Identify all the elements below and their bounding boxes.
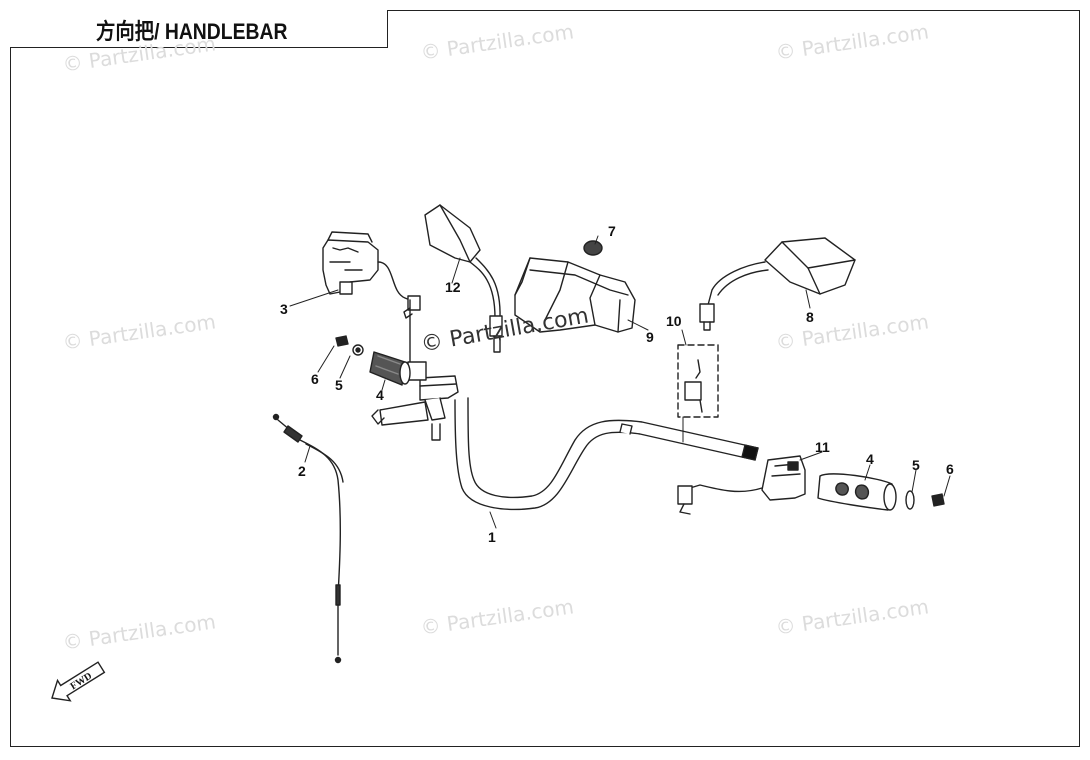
callout-9: 9 [646,329,654,345]
connector-detail-box [677,344,719,418]
callout-5-right: 5 [912,457,920,473]
fwd-arrow-icon: FWD [51,661,106,702]
callout-5-left: 5 [335,377,343,393]
callout-4-right: 4 [866,451,874,467]
right-washer [905,490,915,510]
callout-6-left: 6 [311,371,319,387]
left-washer [352,344,364,356]
drawing-frame [10,10,1080,747]
leader-lines [289,235,951,529]
right-end-bolt [931,493,945,507]
left-mirror [424,204,503,353]
left-switch-housing [322,231,421,319]
callout-7: 7 [608,223,616,239]
callout-10: 10 [666,313,682,329]
callout-3: 3 [280,301,288,317]
hand-guard [514,257,636,333]
handlebar-tube [454,397,759,511]
callout-12: 12 [445,279,461,295]
cap-plug [583,240,603,256]
title-block [10,10,388,48]
callout-4-left: 4 [376,387,384,403]
callout-2: 2 [298,463,306,479]
callout-labels: 1 2 3 4 5 6 7 8 9 10 11 12 4 5 6 [280,223,954,545]
right-grip [817,473,897,511]
callout-6-right: 6 [946,461,954,477]
callout-1: 1 [488,529,496,545]
callout-8: 8 [806,309,814,325]
right-mirror [699,237,856,331]
left-grip [369,351,411,386]
fwd-label: FWD [69,671,95,693]
right-switch-housing [677,455,806,515]
diagram-title: 方向把/ HANDLEBAR [96,19,288,44]
callout-11: 11 [815,439,830,455]
throttle-cable [272,413,344,664]
left-end-bolt [335,335,349,347]
